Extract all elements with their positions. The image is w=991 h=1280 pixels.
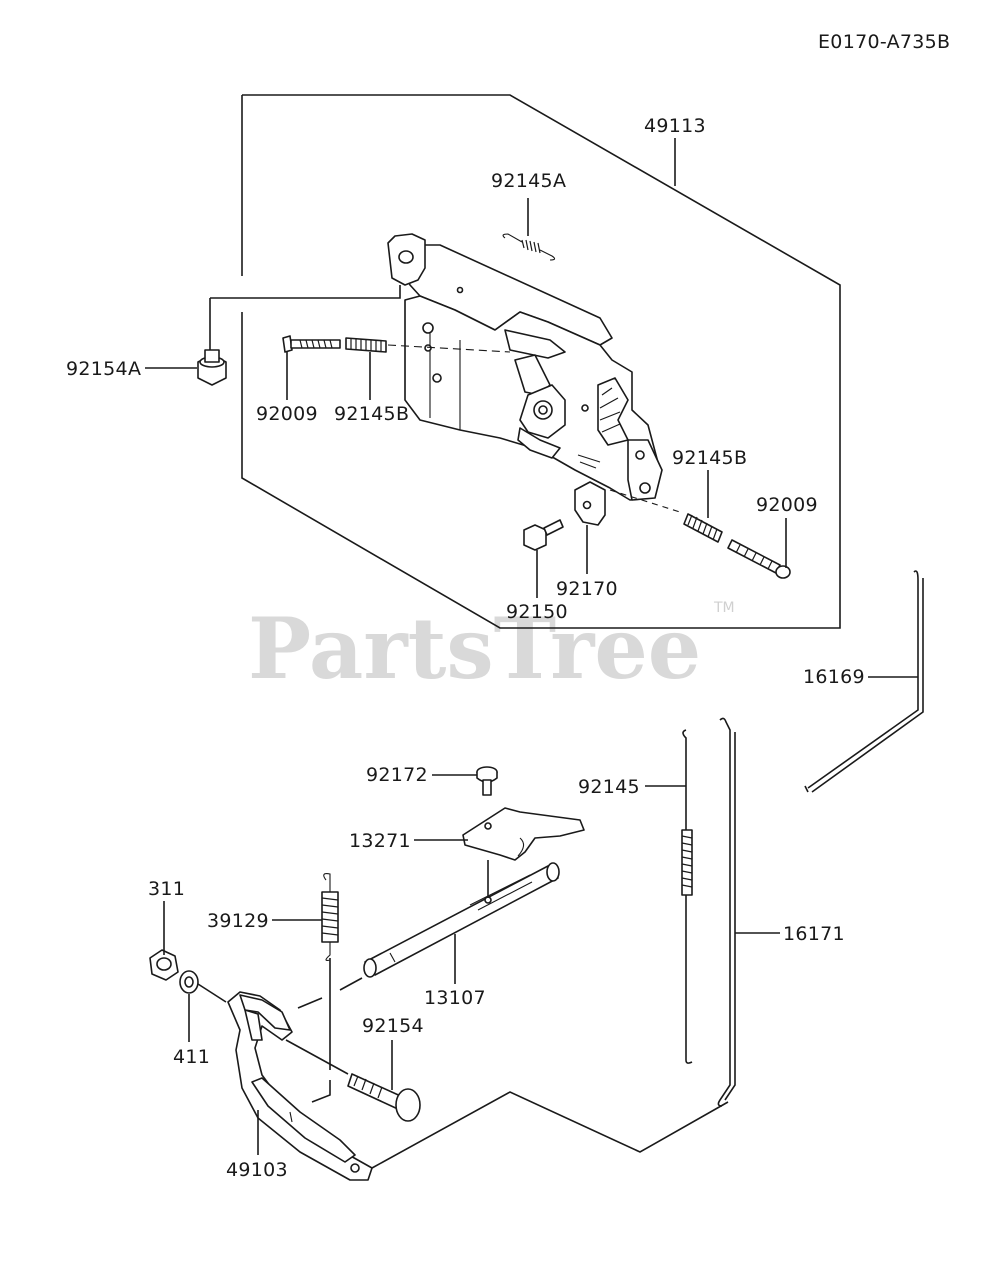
alignment-line — [609, 489, 681, 513]
shaft-13107 — [363, 862, 560, 978]
label-16171: 16171 — [783, 923, 845, 945]
clamp-92170 — [574, 481, 606, 526]
bolt-92150 — [523, 519, 564, 551]
nut-311 — [149, 949, 179, 981]
lever-49103 — [227, 991, 373, 1181]
bolt-92009-top — [282, 335, 341, 353]
label-92145B-right: 92145B — [672, 447, 747, 469]
label-13107: 13107 — [424, 987, 486, 1009]
bolt-92154 — [347, 1073, 421, 1122]
label-92150: 92150 — [506, 601, 568, 623]
leader-lines — [145, 138, 918, 1169]
label-92170: 92170 — [556, 578, 618, 600]
spring-39129 — [321, 873, 339, 961]
label-39129: 39129 — [207, 910, 269, 932]
label-92145: 92145 — [578, 776, 640, 798]
spring-92145B-top — [345, 337, 387, 353]
label-92145B-top: 92145B — [334, 403, 409, 425]
label-92009-right: 92009 — [756, 494, 818, 516]
diagram-code: E0170-A735B — [818, 31, 950, 53]
watermark-text: PartsTree — [248, 599, 701, 698]
label-92172: 92172 — [366, 764, 428, 786]
watermark-tm: TM — [713, 600, 735, 616]
label-49103: 49103 — [226, 1159, 288, 1181]
assembly-outline-49113 — [241, 94, 841, 629]
bolt-92154A — [197, 285, 401, 386]
plate-13271 — [462, 807, 585, 861]
label-92009-top: 92009 — [256, 403, 318, 425]
control-bracket-assembly — [387, 233, 663, 501]
label-311: 311 — [148, 878, 185, 900]
label-13271: 13271 — [349, 830, 411, 852]
washer-411 — [179, 970, 199, 994]
spring-92145A — [502, 233, 556, 261]
spring-92145 — [681, 729, 693, 1064]
spring-92145B-right — [683, 513, 723, 543]
label-16169: 16169 — [803, 666, 865, 688]
label-92154: 92154 — [362, 1015, 424, 1037]
label-92154A: 92154A — [66, 358, 141, 380]
rod-16169 — [804, 570, 924, 793]
watermark-logo: PartsTree TM — [248, 599, 735, 698]
label-49113: 49113 — [644, 115, 706, 137]
label-92145A: 92145A — [491, 170, 566, 192]
screw-92172 — [476, 766, 498, 796]
label-411: 411 — [173, 1046, 210, 1068]
bolt-92009-right — [727, 539, 791, 579]
rod-16171 — [717, 717, 736, 1107]
part-labels: 49113 92145A 92154A 92009 92145B 92145B … — [66, 115, 865, 1181]
